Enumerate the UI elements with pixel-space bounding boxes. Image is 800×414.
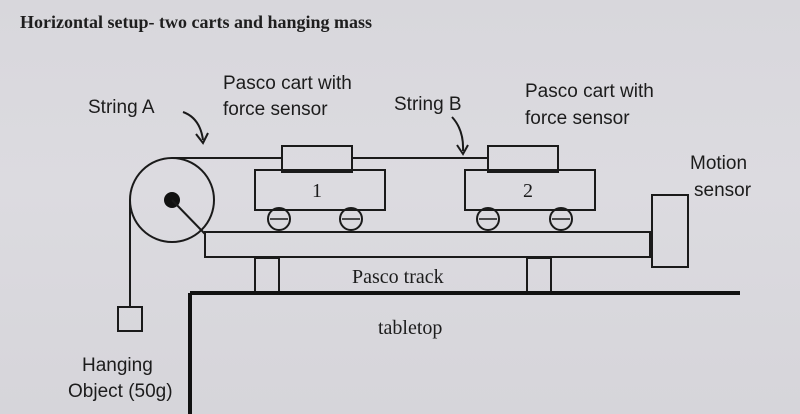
cart-2-number: 2	[523, 180, 533, 202]
track-support-left	[254, 257, 280, 294]
cart-2-body	[464, 169, 596, 211]
track-support-right	[526, 257, 552, 294]
pasco-track-label: Pasco track	[352, 266, 444, 288]
motion-sensor-label-line-1: Motion	[690, 153, 748, 174]
cart-1-description-line-2: force sensor	[223, 99, 328, 120]
cart-2-wheel-left	[476, 207, 500, 231]
diagram-heading: Horizontal setup- two carts and hanging …	[20, 12, 373, 32]
motion-sensor-label-line-2: sensor	[694, 180, 752, 201]
cart-2-force-sensor	[487, 145, 559, 173]
pasco-track	[204, 231, 651, 258]
cart-1-description-line-1: Pasco cart with	[223, 73, 352, 94]
string-b-callout-arrow	[451, 116, 465, 152]
hanging-mass	[117, 306, 143, 332]
hanging-object-label-line-2: Object (50g)	[68, 381, 173, 402]
cart-1-wheel-left	[267, 207, 291, 231]
cart-1-number: 1	[312, 180, 322, 202]
pulley-mount	[171, 199, 206, 235]
string-a-label: String A	[88, 97, 155, 118]
string-b-label: String B	[394, 94, 462, 115]
cart-2-wheel-right	[549, 207, 573, 231]
motion-sensor-box	[651, 194, 689, 268]
cart-1-wheel-right	[339, 207, 363, 231]
cart-1-body	[254, 169, 386, 211]
cart-2-description-line-2: force sensor	[525, 108, 630, 129]
cart-2-description-line-1: Pasco cart with	[525, 81, 654, 102]
string-a-callout-arrow	[182, 111, 204, 141]
tabletop-label: tabletop	[378, 317, 443, 339]
cart-1-force-sensor	[281, 145, 353, 173]
hanging-object-label-line-1: Hanging	[82, 355, 153, 376]
